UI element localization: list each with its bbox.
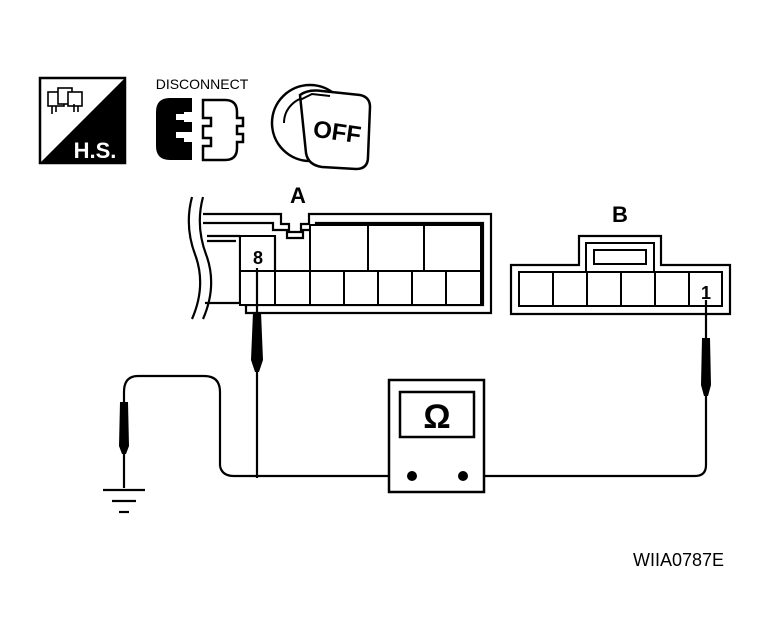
- probe-pin-1: [464, 300, 711, 478]
- ignition-off-icon: OFF: [270, 83, 372, 171]
- connector-a-label: A: [290, 183, 306, 208]
- connector-b: B 1: [509, 202, 732, 316]
- connector-b-label: B: [612, 202, 628, 227]
- ground-probe: [103, 374, 412, 514]
- connector-b-pin-label: 1: [701, 283, 711, 303]
- meter-terminal-left: [407, 471, 417, 481]
- connector-sketch-icon: [47, 87, 83, 114]
- ohm-symbol: Ω: [423, 398, 450, 436]
- figure-code: WIIA0787E: [633, 550, 724, 570]
- meter-terminal-right: [458, 471, 468, 481]
- harness-label: H.S.: [74, 138, 117, 163]
- connector-a-pin-label: 8: [253, 248, 263, 268]
- probe-pin-8: [251, 268, 263, 478]
- harness-connector-icon: H.S.: [38, 76, 127, 165]
- ohmmeter: Ω: [387, 378, 486, 494]
- disconnect-icon: DISCONNECT: [156, 76, 249, 162]
- connector-a: A 8: [187, 183, 493, 320]
- disconnect-label: DISCONNECT: [156, 76, 249, 92]
- ignition-off-label: OFF: [311, 116, 362, 149]
- ground-symbol-icon: [103, 488, 145, 514]
